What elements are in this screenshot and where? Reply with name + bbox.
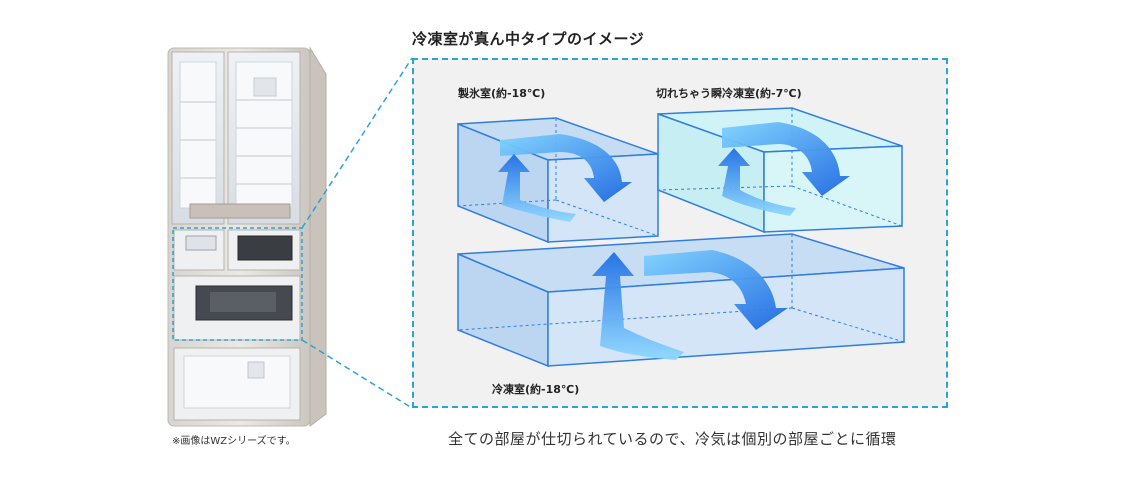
- ice-room-label: 製氷室(約-18℃): [458, 87, 546, 100]
- fridge-note: ※画像はWZシリーズです。: [172, 436, 296, 447]
- bottom-caption: 全ての部屋が仕切られているので、冷気は個別の部屋ごとに循環: [448, 430, 897, 448]
- switch-room-label: 切れちゃう瞬冷凍室(約-7℃): [656, 87, 802, 100]
- page-title: 冷凍室が真ん中タイプのイメージ: [412, 30, 645, 48]
- callout-lines: [301, 57, 413, 409]
- ice-room-box: [457, 117, 659, 244]
- switch-room-box: [657, 107, 903, 234]
- freezer-box: [457, 233, 905, 368]
- refrigerator-image: [167, 46, 327, 427]
- freezer-room-label: 冷凍室(約-18℃): [492, 383, 580, 396]
